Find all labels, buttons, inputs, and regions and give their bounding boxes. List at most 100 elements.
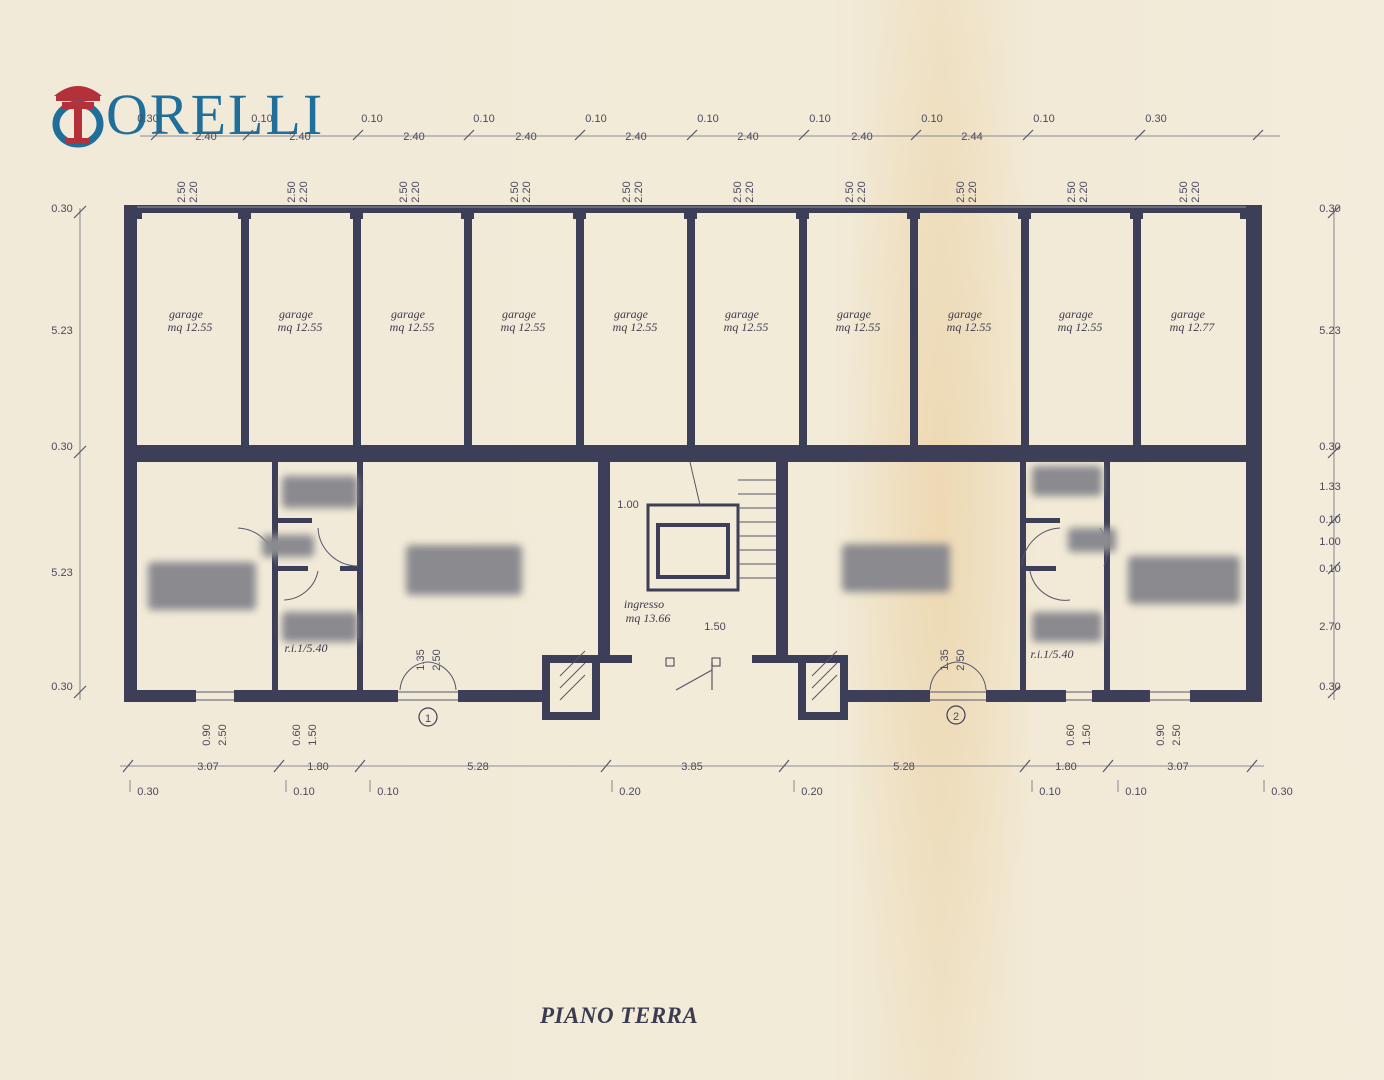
garage-area: mq 12.55	[613, 320, 658, 334]
line	[352, 129, 364, 141]
window-mark-label: 0.60	[1065, 724, 1077, 745]
line	[686, 129, 698, 141]
wall	[278, 518, 312, 523]
window-mark-label: 2.50	[431, 649, 443, 670]
window-mark-label: 0.90	[1155, 724, 1167, 745]
unit-marker-circle	[418, 707, 438, 727]
wall	[1104, 462, 1110, 690]
door-swing	[955, 661, 987, 691]
wall	[1020, 462, 1026, 690]
bottom-sub-dim-label: 0.10	[293, 786, 314, 798]
top-dim-label: 0.10	[251, 113, 272, 125]
garage-label: garage	[1059, 307, 1094, 321]
door-height-label: 2.20	[633, 181, 645, 202]
door-height-label: 2.50	[509, 181, 521, 202]
redacted-label	[282, 612, 358, 642]
pillar	[573, 205, 586, 219]
door-height-label: 2.50	[1066, 181, 1078, 202]
line	[798, 129, 810, 141]
line	[1102, 759, 1114, 773]
line	[1327, 685, 1341, 699]
wall	[799, 207, 807, 447]
window-mark-label: 2.50	[1171, 724, 1183, 745]
logo-mark-icon	[52, 80, 104, 150]
top-dim-label: 2.40	[515, 131, 536, 143]
wall	[464, 207, 472, 447]
wall	[910, 207, 918, 447]
wall	[542, 655, 632, 663]
window-mark-label: 1.35	[939, 649, 951, 670]
wall	[798, 655, 806, 720]
line	[1134, 129, 1146, 141]
door-height-label: 2.20	[521, 181, 533, 202]
door-height-label: 2.50	[1178, 181, 1190, 202]
line	[910, 129, 922, 141]
wall	[1092, 690, 1150, 702]
window-mark-label: 2.50	[955, 649, 967, 670]
door-height-label: 2.20	[1078, 181, 1090, 202]
bottom-sub-dim-label: 0.10	[1039, 786, 1060, 798]
garage-label: garage	[169, 307, 204, 321]
door-jamb	[665, 657, 675, 667]
line	[559, 674, 586, 701]
bottom-dim-label: 1.80	[307, 761, 328, 773]
plan-title: PIANO TERRA	[540, 1003, 699, 1028]
line	[1019, 759, 1031, 773]
wall	[234, 690, 398, 702]
pillar	[1130, 205, 1143, 219]
line	[73, 445, 87, 459]
top-dim-label: 2.40	[403, 131, 424, 143]
top-dim-label: 2.40	[195, 131, 216, 143]
pillar	[461, 205, 474, 219]
plan-details	[137, 206, 1246, 701]
redacted-label	[406, 545, 522, 595]
side-dim-label: 0.30	[51, 441, 72, 453]
pillar	[1018, 205, 1031, 219]
wall	[357, 462, 363, 690]
line	[574, 129, 586, 141]
door-swing	[399, 661, 429, 691]
dimension-lines: 0.30 0.10 2.40 0.10 2.40 0.10 2.40 0.10 2.40 0.10…	[51, 113, 1340, 798]
bottom-dim-label: 3.85	[681, 761, 702, 773]
wall	[592, 655, 600, 720]
door-height-label: 2.20	[188, 181, 200, 202]
line	[811, 662, 838, 689]
garage-area: mq 12.55	[168, 320, 213, 334]
door-height-label: 2.50	[955, 181, 967, 202]
lift-shaft	[646, 503, 740, 592]
door-height-label: 2.50	[844, 181, 856, 202]
garage-area: mq 12.55	[836, 320, 881, 334]
wall	[542, 712, 600, 720]
entrance-dim-bottom: 1.50	[704, 621, 725, 633]
line	[689, 461, 701, 506]
line	[354, 759, 366, 773]
wall	[353, 207, 361, 447]
top-dim-label: 2.40	[625, 131, 646, 143]
top-dim-label: 0.30	[137, 113, 158, 125]
door-swing	[317, 527, 359, 567]
top-dim-label: 0.10	[1033, 113, 1054, 125]
side-dim-label: 0.30	[1319, 441, 1340, 453]
wall	[687, 207, 695, 447]
window-mark-label: 1.50	[1081, 724, 1093, 745]
wall	[124, 445, 1262, 462]
line	[811, 674, 838, 701]
bottom-dim-label: 1.80	[1055, 761, 1076, 773]
redacted-label	[1032, 612, 1102, 642]
bottom-sub-dim-label: 0.10	[377, 786, 398, 798]
line	[559, 650, 586, 677]
pillar	[684, 205, 697, 219]
redacted-label	[282, 476, 358, 508]
garage-label: garage	[279, 307, 314, 321]
line	[150, 129, 162, 141]
wall	[272, 462, 278, 690]
door-height-label: 2.20	[856, 181, 868, 202]
garage-label: garage	[837, 307, 872, 321]
wall	[846, 690, 930, 702]
redacted-label	[1128, 556, 1240, 604]
garage-area: mq 12.55	[947, 320, 992, 334]
door-height-label: 2.20	[967, 181, 979, 202]
side-dim-label: 0.30	[51, 203, 72, 215]
